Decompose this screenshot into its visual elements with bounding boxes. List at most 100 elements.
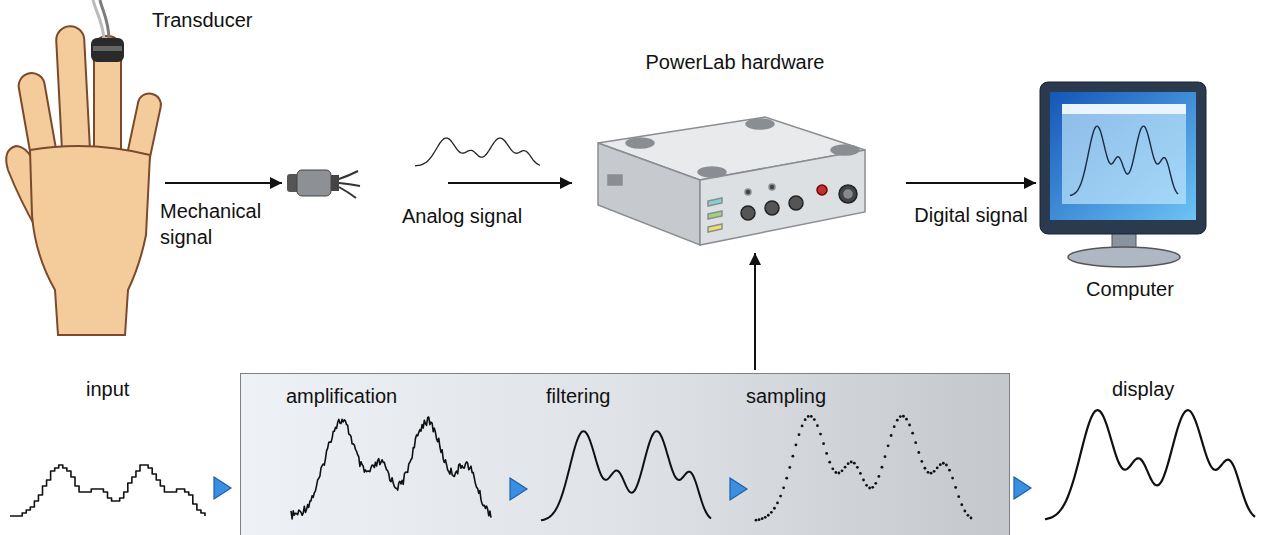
sample-dot (954, 486, 957, 489)
waveform (541, 431, 711, 520)
sample-dot (831, 467, 834, 470)
computer-illustration (1062, 104, 1186, 114)
sample-dot (838, 472, 841, 475)
flow-triangle (214, 477, 231, 499)
sample-dot (917, 451, 920, 454)
sample-dot (914, 441, 917, 444)
sample-dot (963, 510, 966, 513)
waveform (415, 138, 540, 166)
sample-dot (779, 495, 782, 498)
sample-dot (819, 433, 822, 436)
computer-unit: Computer (1030, 75, 1230, 305)
signal-arrow (165, 182, 282, 184)
powerlab-illustration (765, 201, 779, 215)
powerlab-illustration (608, 175, 622, 185)
sample-dot (874, 482, 877, 485)
sample-dot (908, 424, 911, 427)
sample-dot (887, 444, 890, 447)
computer-illustration (1040, 82, 1206, 234)
sample-dot (847, 462, 850, 465)
sample-dot (911, 432, 914, 435)
powerlab-illustration (746, 119, 774, 129)
hand-illustration (6, 25, 163, 335)
sample-dot (770, 511, 773, 514)
powerlab-illustration (831, 145, 859, 155)
sample-dot (951, 477, 954, 480)
sample-dot (841, 469, 844, 472)
node-label: sampling (746, 384, 826, 408)
sample-dot (816, 424, 819, 427)
sample-dot (884, 455, 887, 458)
computer-illustration (1040, 82, 1206, 267)
flow-triangle (730, 478, 747, 500)
sample-dot (755, 519, 758, 522)
sample-dot (865, 484, 868, 487)
sample-dot (758, 518, 761, 521)
transducer-plug (297, 170, 331, 196)
powerlab-illustration (789, 196, 803, 210)
sample-dot (844, 466, 847, 469)
transducer-plug (287, 170, 360, 198)
powerlab-illustration (741, 206, 755, 220)
transducer-sensor (100, 0, 109, 40)
flow-triangle (510, 478, 527, 500)
edge-label: Digital signal (911, 203, 1030, 227)
sample-dot (850, 461, 853, 464)
powerlab-illustration (708, 224, 722, 232)
transducer-sensor (93, 46, 122, 51)
sampled-waveform (755, 415, 973, 522)
transducer-hand: Transducer (0, 0, 265, 340)
node-label: amplification (286, 384, 397, 408)
transducer-sensor (91, 38, 124, 62)
powerlab-illustration (598, 117, 865, 245)
powerlab-illustration (817, 185, 827, 195)
sample-dot (939, 463, 942, 466)
sample-dot (945, 464, 948, 467)
powerlab-illustration (700, 150, 865, 245)
processing-panel: amplification filtering sampling (240, 373, 1010, 535)
sample-dot (853, 462, 856, 465)
sample-dot (942, 462, 945, 465)
node-label: PowerLab hardware (646, 50, 825, 74)
sample-dot (782, 486, 785, 489)
transducer-plug (339, 187, 356, 198)
waveform (1045, 410, 1255, 519)
sample-dot (868, 487, 871, 490)
transducer-plug (339, 183, 360, 186)
sample-dot (810, 415, 813, 418)
signal-arrow (754, 253, 756, 370)
powerlab-unit: PowerLab hardware (590, 50, 880, 250)
sample-dot (957, 495, 960, 498)
sample-dot (788, 466, 791, 469)
transducer-plug (331, 175, 339, 191)
sample-dot (902, 415, 905, 418)
powerlab-illustration (708, 211, 722, 219)
sample-dot (825, 452, 828, 455)
sample-dot (801, 425, 804, 428)
sample-dot (798, 433, 801, 436)
node-label: filtering (546, 384, 610, 408)
sample-dot (967, 514, 970, 517)
sample-dot (881, 466, 884, 469)
sample-dot (896, 419, 899, 422)
node-label: Transducer (152, 8, 252, 32)
waveform (291, 417, 491, 519)
sample-dot (767, 514, 770, 517)
sample-dot (920, 460, 923, 463)
sample-dot (970, 517, 973, 520)
sample-dot (877, 475, 880, 478)
powerlab-illustration (708, 198, 722, 206)
signal-arrow (906, 182, 1036, 184)
sample-dot (791, 455, 794, 458)
sample-dot (924, 467, 927, 470)
sample-dot (930, 472, 933, 475)
panel-waveforms (291, 415, 972, 522)
sample-dot (822, 442, 825, 445)
powerlab-illustration (698, 167, 726, 177)
computer-illustration (1068, 247, 1180, 267)
sample-dot (927, 471, 930, 474)
flow-triangle (1014, 477, 1031, 499)
sample-dot (834, 471, 837, 474)
